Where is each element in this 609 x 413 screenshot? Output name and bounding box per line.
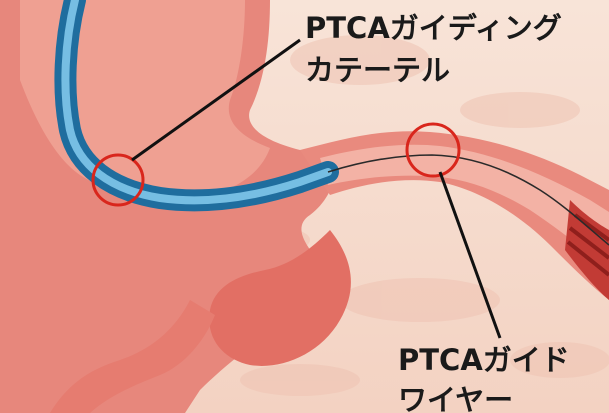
catheter-label-line2: カテーテル [305, 53, 450, 87]
wire-label-line2: ワイヤー [398, 383, 513, 413]
wire-label-line1: PTCAガイド [398, 343, 570, 377]
catheter-label-line1: PTCAガイディング [305, 11, 562, 45]
